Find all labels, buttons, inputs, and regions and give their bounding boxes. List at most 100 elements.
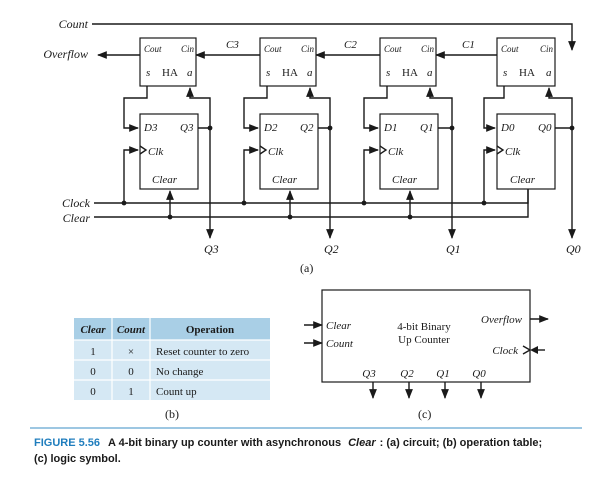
ff2-clear-label: Clear: [272, 174, 298, 186]
ha1-a-label: a: [427, 67, 433, 79]
symbol-count-label: Count: [326, 338, 354, 350]
output-q0-label: Q0: [566, 242, 581, 256]
symbol-subfigure-label: (c): [418, 407, 431, 421]
counter-symbol-box: [321, 289, 531, 383]
ha3-cout-label: Cout: [144, 44, 162, 54]
ff1-d-label: D1: [383, 122, 397, 134]
ha2-cout-label: Cout: [264, 44, 282, 54]
flip-flop-0: [496, 113, 556, 190]
output-q2-label: Q2: [324, 242, 339, 256]
ff0-q-label: Q0: [538, 122, 552, 134]
caption-line-2: (c) logic symbol.: [34, 453, 121, 465]
q3-feedback-wire: [186, 87, 211, 128]
table-header-operation: Operation: [186, 324, 234, 336]
symbol-q2-label: Q2: [400, 368, 414, 380]
overflow-output-label: Overflow: [43, 47, 88, 61]
caption-text-2: : (a) circuit; (b) operation table;: [380, 437, 543, 449]
symbol-title-line1: 4-bit Binary: [397, 321, 451, 333]
ha3-name: HA: [162, 67, 178, 79]
ff2-q-label: Q2: [300, 122, 314, 134]
output-q1-label: Q1: [446, 242, 461, 256]
flip-flop-3: [139, 113, 199, 190]
ha2-s-to-d2-wire: [243, 86, 268, 132]
ff0-clock-wire: [483, 146, 496, 203]
ha3-s-to-d3-wire: [123, 86, 148, 132]
half-adder-0: [496, 37, 556, 87]
clock-input-label: Clock: [62, 196, 91, 210]
count-wire: [92, 23, 576, 51]
logic-symbol: Clear Count 4-bit Binary Up Counter Over…: [304, 289, 549, 421]
ha2-name: HA: [282, 67, 298, 79]
stage-1: Cout Cin s HA a D1 Q1 Clk Clear Q1: [361, 37, 461, 256]
carry-c1-label: C1: [462, 39, 475, 51]
circuit-diagram: Count Overflow Clock Clear C3 C2 C1 Cout…: [43, 17, 580, 275]
caption-line-1: FIGURE 5.56 A 4-bit binary up counter wi…: [34, 433, 542, 450]
ha0-name: HA: [519, 67, 535, 79]
table-cell: 0: [90, 366, 96, 378]
symbol-clock-label: Clock: [492, 345, 519, 357]
ha2-cin-label: Cin: [301, 44, 315, 54]
symbol-q1-label: Q1: [436, 368, 449, 380]
ff0-clock-triangle: [496, 145, 505, 155]
half-adder-1: [379, 37, 437, 87]
half-adder-2: [259, 37, 317, 87]
ff0-d-label: D0: [500, 122, 515, 134]
figure-caption: FIGURE 5.56 A 4-bit binary up counter wi…: [30, 427, 582, 465]
ha1-cout-label: Cout: [384, 44, 402, 54]
ha1-s-label: s: [386, 67, 390, 79]
ha1-name: HA: [402, 67, 418, 79]
ff1-q-label: Q1: [420, 122, 433, 134]
carry-c2-label: C2: [344, 39, 357, 51]
q3-output-wire: [198, 127, 214, 239]
ha3-a-label: a: [187, 67, 193, 79]
q0-output-wire: [555, 127, 576, 239]
ff2-clk-label: Clk: [268, 146, 284, 158]
ha0-cin-label: Cin: [540, 44, 554, 54]
stage-2: Cout Cin s HA a D2 Q2 Clk Clear Q2: [241, 37, 339, 256]
table-cell: 0: [90, 386, 96, 398]
clear-input-label: Clear: [63, 211, 91, 225]
carry-c3-label: C3: [226, 39, 239, 51]
q1-output-wire: [438, 127, 456, 239]
circuit-subfigure-label: (a): [300, 261, 313, 275]
table-header-count: Count: [117, 324, 146, 336]
ha1-cin-label: Cin: [421, 44, 435, 54]
symbol-clear-label: Clear: [326, 320, 352, 332]
operation-table: Clear Count Operation 1 × Reset counter …: [74, 318, 270, 421]
table-subfigure-label: (b): [165, 407, 179, 421]
ff2-clock-triangle: [259, 145, 268, 155]
ff3-q-label: Q3: [180, 122, 194, 134]
symbol-title-line2: Up Counter: [398, 334, 450, 346]
table-cell: 1: [90, 346, 96, 358]
table-cell: 0: [128, 366, 134, 378]
ff3-d-label: D3: [143, 122, 158, 134]
ha0-a-label: a: [546, 67, 552, 79]
output-q3-label: Q3: [204, 242, 219, 256]
stage-3: Cout Cin s HA a D3 Q3 Clk Clear Q3: [121, 37, 219, 256]
table-cell: 1: [128, 386, 134, 398]
ff2-clock-wire: [243, 146, 259, 203]
ff2-d-label: D2: [263, 122, 278, 134]
table-cell: Reset counter to zero: [156, 346, 250, 358]
ha0-cout-label: Cout: [501, 44, 519, 54]
ff3-clock-wire: [123, 146, 139, 203]
ha2-a-label: a: [307, 67, 313, 79]
ff1-clock-wire: [363, 146, 379, 203]
ff3-clk-label: Clk: [148, 146, 164, 158]
symbol-overflow-label: Overflow: [481, 314, 523, 326]
ff1-clk-label: Clk: [388, 146, 404, 158]
table-body-bg: [74, 340, 270, 400]
symbol-clock-arrowhead: [530, 346, 538, 354]
clear-bus-wire: [94, 189, 529, 218]
q1-feedback-wire: [426, 87, 453, 128]
table-cell: No change: [156, 366, 203, 378]
q2-output-wire: [318, 127, 334, 239]
ha1-s-to-d1-wire: [363, 86, 388, 132]
caption-clear-word: Clear: [348, 437, 376, 449]
ha0-s-label: s: [503, 67, 507, 79]
ff3-clock-triangle: [139, 145, 148, 155]
half-adder-3: [139, 37, 197, 87]
ff1-clear-label: Clear: [392, 174, 418, 186]
table-cell: Count up: [156, 386, 197, 398]
